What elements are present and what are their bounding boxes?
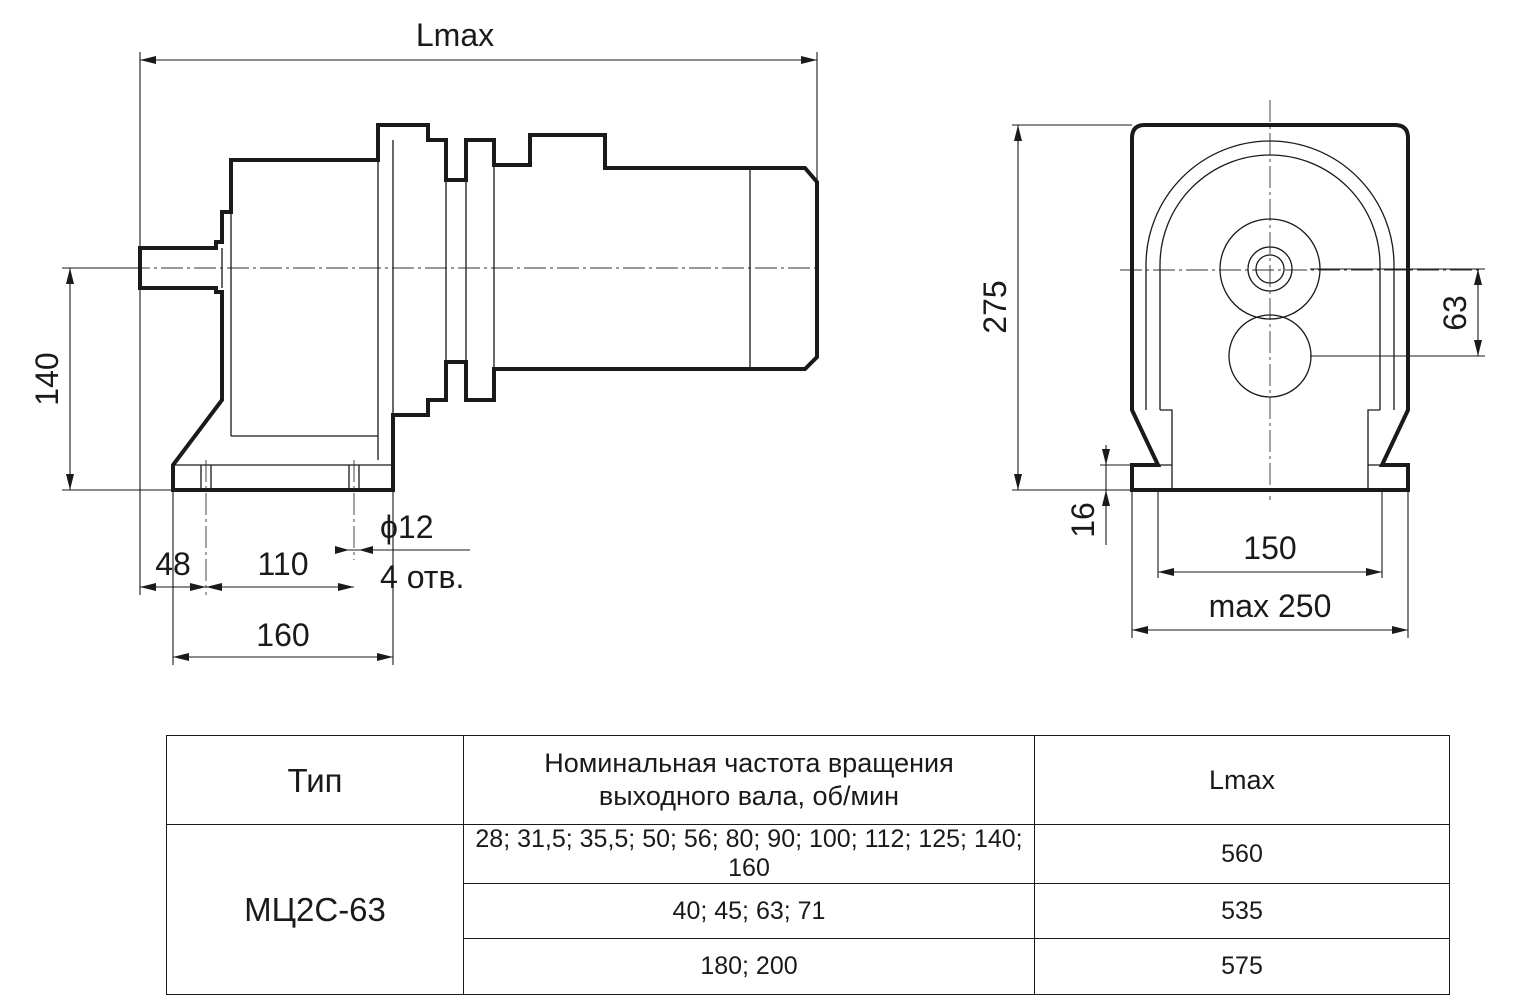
- dim-16-label: 16: [1065, 502, 1101, 538]
- header-lmax: Lmax: [1034, 735, 1450, 825]
- speeds-cell: 28; 31,5; 35,5; 50; 56; 80; 90; 100; 112…: [463, 824, 1035, 884]
- side-view: Lmax 140 48 110 160 ϕ12 4 отв.: [29, 17, 820, 665]
- lmax-cell: 535: [1034, 883, 1450, 939]
- type-cell: МЦ2С-63: [166, 824, 464, 995]
- dim-150-label: 150: [1243, 530, 1296, 566]
- gearbox-dimension-drawing: Lmax 140 48 110 160 ϕ12 4 отв.: [29, 17, 1485, 665]
- side-view-outline: [138, 123, 819, 492]
- header-speed: Номинальная частота вращения выходного в…: [463, 735, 1035, 825]
- dim-110-label: 110: [257, 546, 308, 582]
- lmax-cell: 560: [1034, 824, 1450, 884]
- height-140-label: 140: [29, 352, 65, 405]
- header-speed-line2: выходного вала, об/мин: [598, 781, 900, 811]
- dim-160-label: 160: [256, 617, 309, 653]
- dim-63-label: 63: [1437, 295, 1473, 331]
- holes-count-label: 4 отв.: [380, 559, 464, 595]
- header-type: Тип: [166, 735, 464, 825]
- spec-table: Тип Номинальная частота вращения выходно…: [166, 735, 1450, 995]
- header-speed-line1: Номинальная частота вращения: [544, 748, 954, 778]
- height-275-label: 275: [977, 280, 1013, 333]
- lmax-label: Lmax: [416, 17, 494, 53]
- lmax-cell: 575: [1034, 938, 1450, 995]
- front-view: 275 63 16 150 max 250: [977, 100, 1485, 638]
- max-250-label: max 250: [1209, 588, 1332, 624]
- hole-diameter-label: ϕ12: [380, 509, 434, 545]
- dim-48-label: 48: [155, 546, 191, 582]
- speeds-cell: 40; 45; 63; 71: [463, 883, 1035, 939]
- speeds-cell: 180; 200: [463, 938, 1035, 995]
